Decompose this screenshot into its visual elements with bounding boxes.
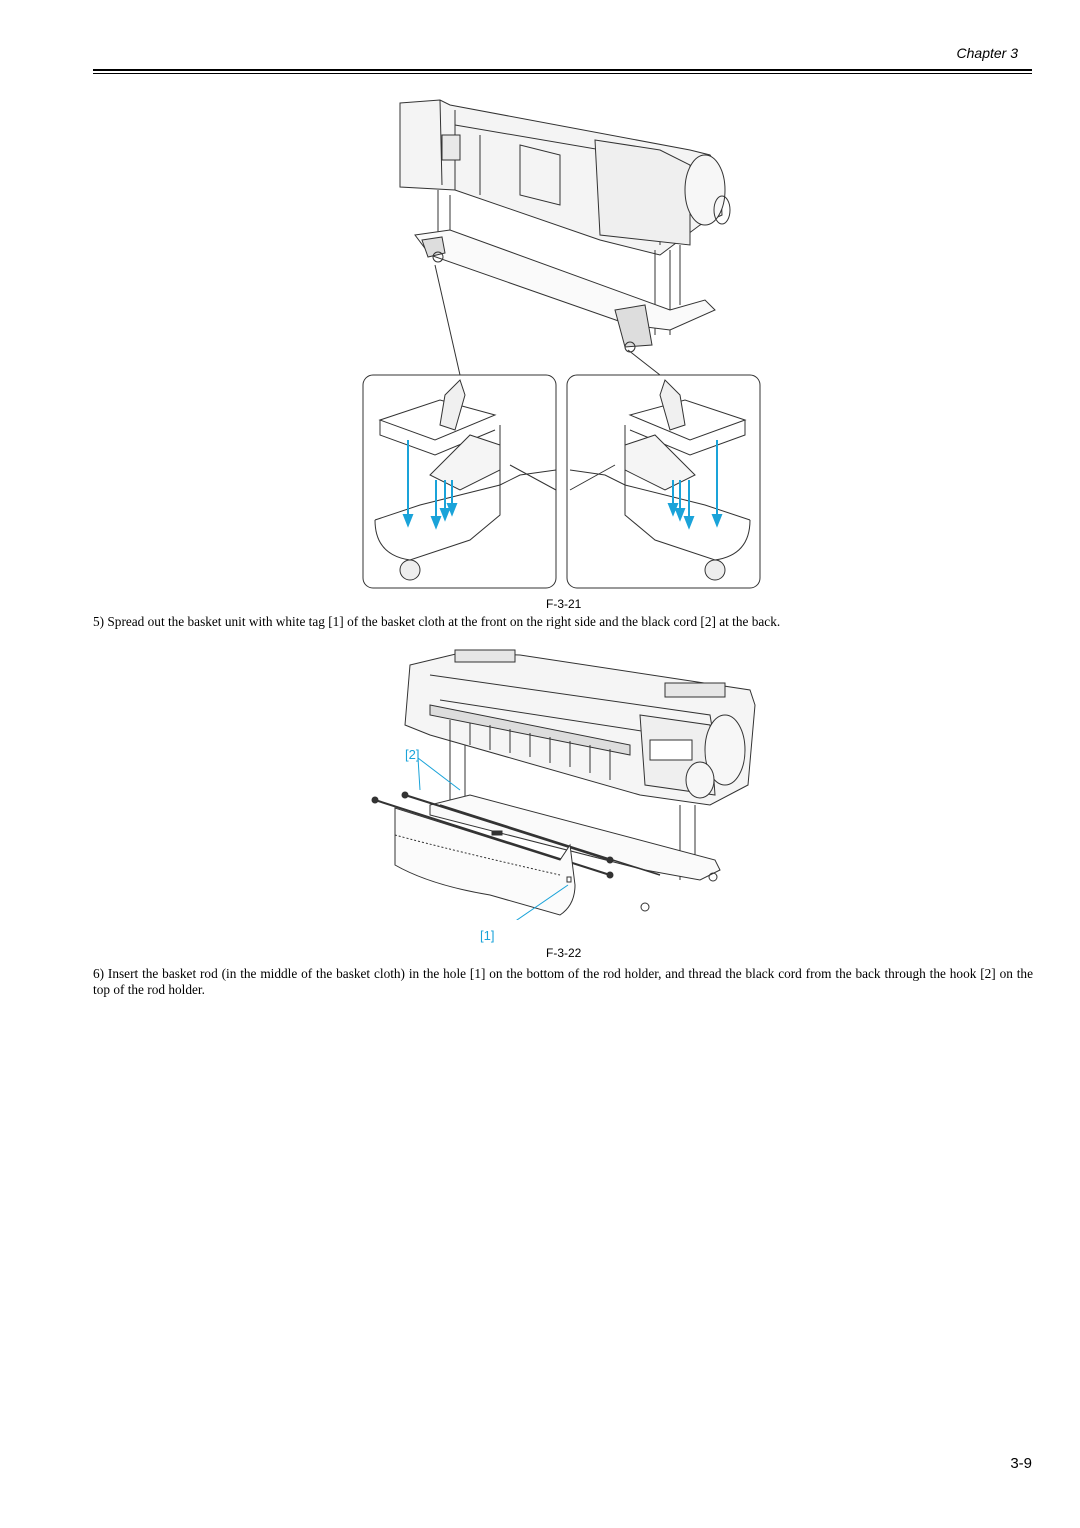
callout-label-2: [2] xyxy=(405,747,419,762)
step-6-text: 6) Insert the basket rod (in the middle … xyxy=(93,966,1033,997)
figure-caption-f-3-22: F-3-22 xyxy=(546,946,582,960)
header-rule xyxy=(93,69,1032,74)
step-5-text: 5) Spread out the basket unit with white… xyxy=(93,614,781,629)
chapter-label: Chapter 3 xyxy=(956,45,1018,61)
callout-label-1: [1] xyxy=(480,928,495,943)
page-number: 3-9 xyxy=(1010,1455,1032,1472)
figure-f-3-21-illustration xyxy=(362,99,761,589)
figure-caption-f-3-21: F-3-21 xyxy=(546,597,582,611)
figure-f-3-22-illustration: [2] xyxy=(371,649,756,920)
